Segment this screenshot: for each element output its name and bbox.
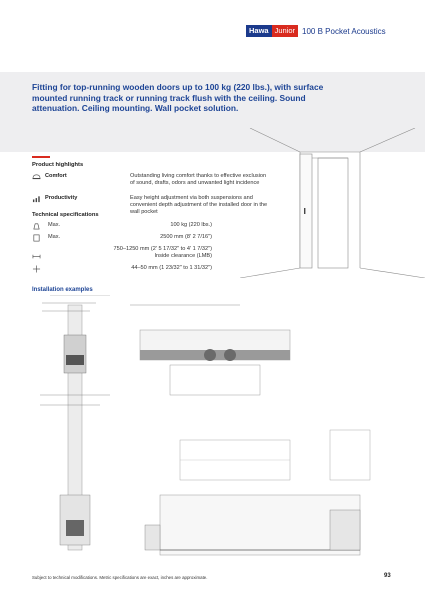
specs-title: Technical specifications (32, 212, 99, 218)
highlight-name: Comfort (45, 173, 67, 179)
headline-banner (0, 72, 425, 152)
installation-drawings (40, 295, 371, 556)
highlights-title: Product highlights (32, 162, 84, 168)
spec-value: 100 kg (220 lbs.) (170, 222, 212, 228)
vertical-section-drawing (40, 295, 110, 551)
highlight-name: Productivity (45, 195, 78, 201)
clearance-icon (32, 254, 41, 259)
spec-value: 750–1250 mm (2' 5 17/32" to 4' 1 7/32") (113, 246, 212, 252)
highlight-productivity: Productivity Easy height adjustment via … (32, 195, 272, 217)
brand-junior: Junior (271, 25, 299, 37)
section-divider (32, 156, 50, 158)
page-number: 93 (384, 573, 391, 579)
spec-clearance: Inside clearance (LMB) (32, 253, 212, 262)
comfort-icon (32, 174, 41, 180)
door-width-icon (33, 234, 40, 242)
footer-note: Subject to technical modifications. Metr… (32, 575, 208, 580)
spec-door-width: Max. 2500 mm (8' 2 7/16") (32, 234, 212, 243)
profile-detail-drawing (179, 429, 371, 481)
product-name: 100 B Pocket Acoustics (302, 26, 386, 36)
spec-clearance-range: 750–1250 mm (2' 5 17/32" to 4' 1 7/32") (32, 246, 212, 255)
spec-label: Max. (48, 234, 61, 240)
track-elevation-drawing (130, 304, 291, 396)
thickness-icon (32, 265, 41, 273)
productivity-icon (32, 196, 40, 203)
page-headline: Fitting for top-running wooden doors up … (32, 82, 324, 113)
highlight-comfort: Comfort Outstanding living comfort thank… (32, 173, 272, 195)
pocket-door-illustration (240, 128, 425, 278)
highlight-desc: Outstanding living comfort thanks to eff… (130, 173, 267, 186)
spec-value: Inside clearance (LMB) (154, 253, 212, 259)
spec-label: Max. (48, 222, 61, 228)
spec-thickness: 44–50 mm (1 23/32" to 1 31/32") (32, 265, 212, 274)
plan-view-drawing (144, 494, 361, 556)
spec-weight: Max. 100 kg (220 lbs.) (32, 222, 212, 231)
spec-value: 2500 mm (8' 2 7/16") (160, 234, 212, 240)
brand-logo: Hawa Junior 100 B Pocket Acoustics (246, 25, 386, 37)
brand-hawa: Hawa (246, 25, 272, 37)
spec-value: 44–50 mm (1 23/32" to 1 31/32") (131, 265, 212, 271)
installation-title: Installation examples (32, 287, 93, 293)
highlight-desc: Easy height adjustment via both suspensi… (130, 195, 268, 215)
weight-icon (33, 223, 40, 230)
